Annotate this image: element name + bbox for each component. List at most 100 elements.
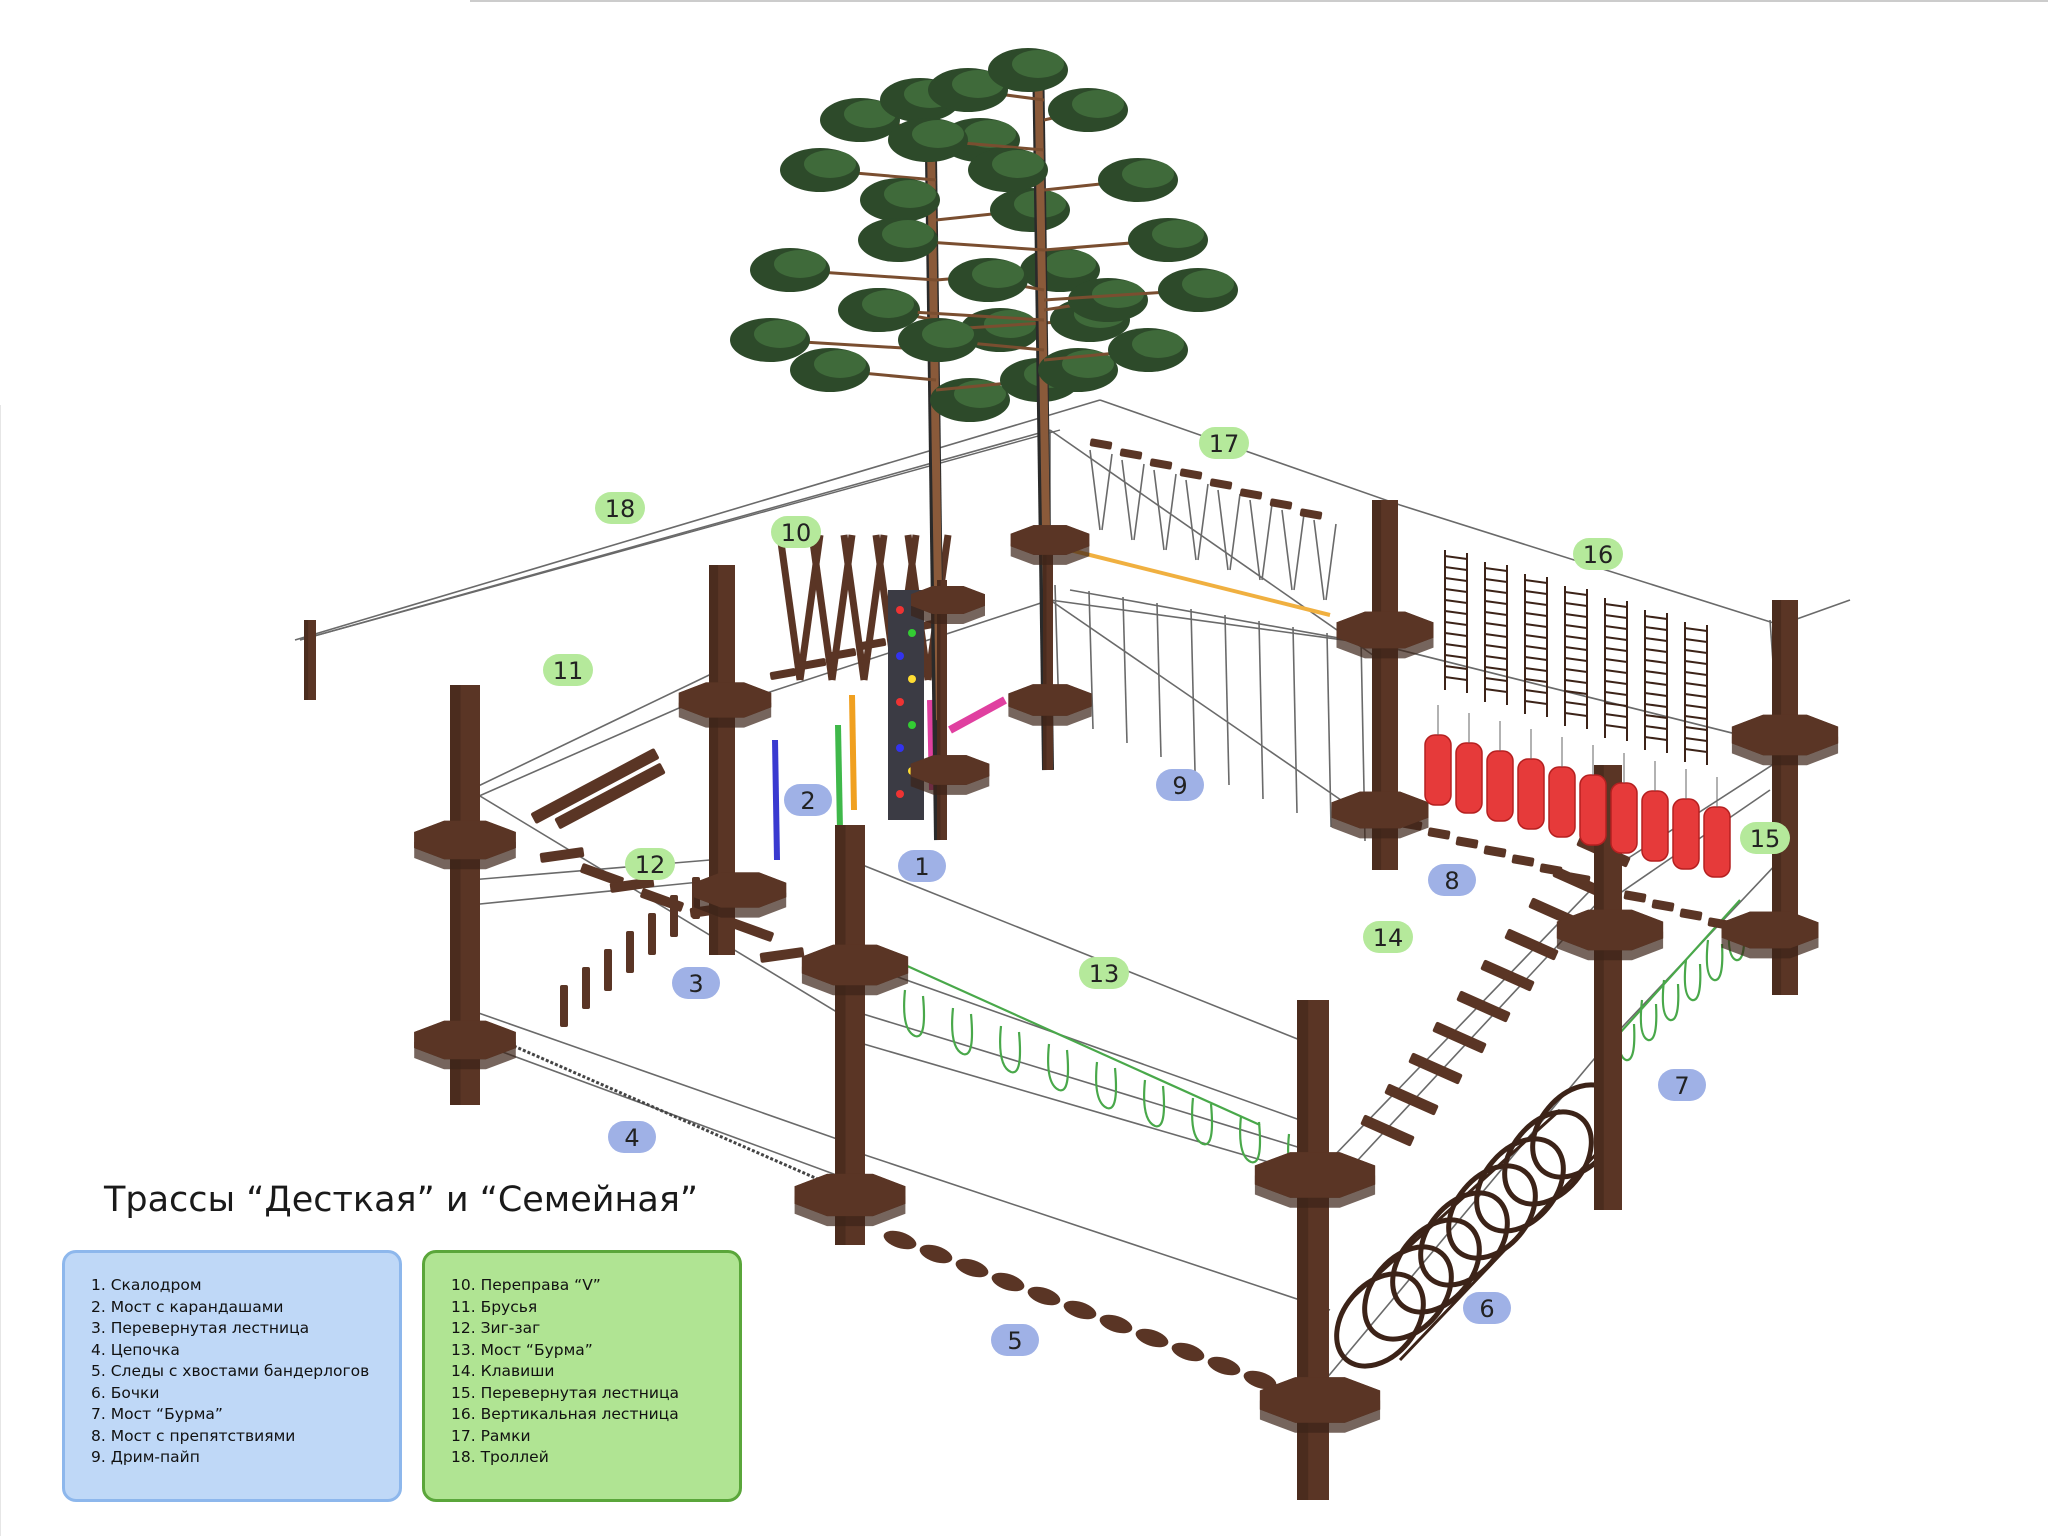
ladder-rung — [1644, 725, 1668, 730]
ladder-rung — [1484, 567, 1508, 572]
rope-lines — [294, 399, 1851, 1411]
footprint — [1027, 1286, 1061, 1306]
plank — [1539, 863, 1563, 876]
burma-loop — [1095, 1061, 1118, 1110]
climbing-hold — [908, 675, 916, 683]
ladder-rung — [1644, 714, 1668, 719]
frame-rope — [1313, 519, 1337, 601]
rope-segment — [849, 859, 1301, 1041]
plank — [1679, 908, 1703, 921]
ladder-rung — [1604, 614, 1628, 619]
v-log — [840, 534, 868, 681]
footprint — [955, 1258, 989, 1278]
rope-segment — [469, 1039, 851, 1181]
footprint — [991, 1272, 1025, 1292]
ladder-rung — [1524, 612, 1548, 617]
barrel-ring — [1362, 1244, 1454, 1342]
hanging-barrel — [1548, 766, 1576, 838]
plank — [1089, 438, 1113, 450]
frame-rope — [1121, 459, 1145, 541]
wooden-post-shade — [1043, 530, 1047, 770]
barrel-rail — [1348, 1108, 1562, 1302]
ladder-rung — [1484, 589, 1508, 594]
burma-loop — [999, 1025, 1022, 1074]
plank — [730, 918, 774, 942]
badge-label: 7 — [1674, 1072, 1689, 1100]
octagon-platform-top — [1259, 1377, 1381, 1423]
legend-item: 7. Мост “Бурма” — [91, 1405, 223, 1423]
wooden-post-shade — [1297, 1000, 1309, 1500]
wooden-post-shade — [1594, 765, 1604, 1210]
ladder-rung — [1444, 621, 1468, 626]
octagon-platform-top — [1731, 714, 1839, 756]
plank — [799, 658, 827, 670]
badge-label: 18 — [605, 495, 636, 523]
badge-label: 16 — [1583, 541, 1614, 569]
pine-needles — [814, 350, 866, 378]
number-badge — [1463, 1292, 1511, 1324]
number-badge — [1428, 864, 1476, 896]
hanging-barrel — [1703, 806, 1731, 878]
ladder-rung — [1644, 670, 1668, 675]
burma-rope — [904, 963, 1261, 1127]
octagon-platform-top — [1254, 1152, 1376, 1198]
climbing-hold — [896, 606, 904, 614]
octagon-platform-top — [910, 755, 990, 785]
wooden-post-shade — [304, 620, 309, 700]
ladder-rung — [1564, 712, 1588, 717]
octagon-platform-top — [693, 872, 787, 908]
number-badge — [991, 1324, 1039, 1356]
ladder-rung — [1684, 638, 1708, 643]
number-badge — [1740, 822, 1790, 854]
pine-needles — [1182, 270, 1234, 298]
wooden-post — [1043, 530, 1053, 770]
ladder-rung — [1444, 665, 1468, 670]
number-badge — [1363, 921, 1413, 953]
ladder-rung — [1444, 566, 1468, 571]
badge-label: 5 — [1007, 1327, 1022, 1355]
ladder-rung — [1524, 590, 1548, 595]
ladder-rung — [1644, 659, 1668, 664]
ladder-rung — [1524, 700, 1548, 705]
barrel-ring — [1390, 1217, 1482, 1315]
ladder-rung — [1524, 667, 1548, 672]
ladder-step — [560, 985, 568, 1027]
ladder-rung — [1484, 666, 1508, 671]
octagon-platform-top — [794, 1173, 906, 1217]
ladder-rung — [1524, 579, 1548, 584]
legend-item: 8. Мост с препятствиями — [91, 1426, 296, 1445]
rope-segment — [1049, 429, 1381, 661]
ladder-rung — [1604, 691, 1628, 696]
ladder-rung — [1444, 654, 1468, 659]
number-badge — [1156, 769, 1204, 801]
hanging-barrel — [1517, 758, 1545, 830]
wooden-post-shade — [1372, 500, 1382, 870]
pine-trees — [730, 48, 1238, 841]
frame-rope — [1217, 489, 1241, 571]
plank — [1269, 498, 1293, 510]
legend-item: 4. Цепочка — [91, 1340, 180, 1359]
octagon-platform-top — [911, 586, 985, 614]
plank — [1504, 928, 1559, 961]
legend-item: 11. Брусья — [451, 1297, 538, 1316]
pine-needles — [882, 220, 934, 248]
ladder-rung — [1444, 599, 1468, 604]
plank — [859, 638, 887, 650]
number-badge — [608, 1121, 656, 1153]
badge-label: 8 — [1444, 867, 1459, 895]
octagon-platform-top — [678, 682, 772, 718]
ladder-rung — [1484, 633, 1508, 638]
rope-segment — [849, 959, 1301, 1121]
hanging-barrel — [1455, 742, 1483, 814]
plank — [1149, 458, 1173, 470]
pine-needles — [1012, 50, 1064, 78]
ladder-rung — [1484, 644, 1508, 649]
rope-segment — [1379, 644, 1781, 746]
hanging-barrel — [1672, 798, 1700, 870]
net-line — [1122, 596, 1128, 744]
burma-loop — [1047, 1043, 1070, 1092]
